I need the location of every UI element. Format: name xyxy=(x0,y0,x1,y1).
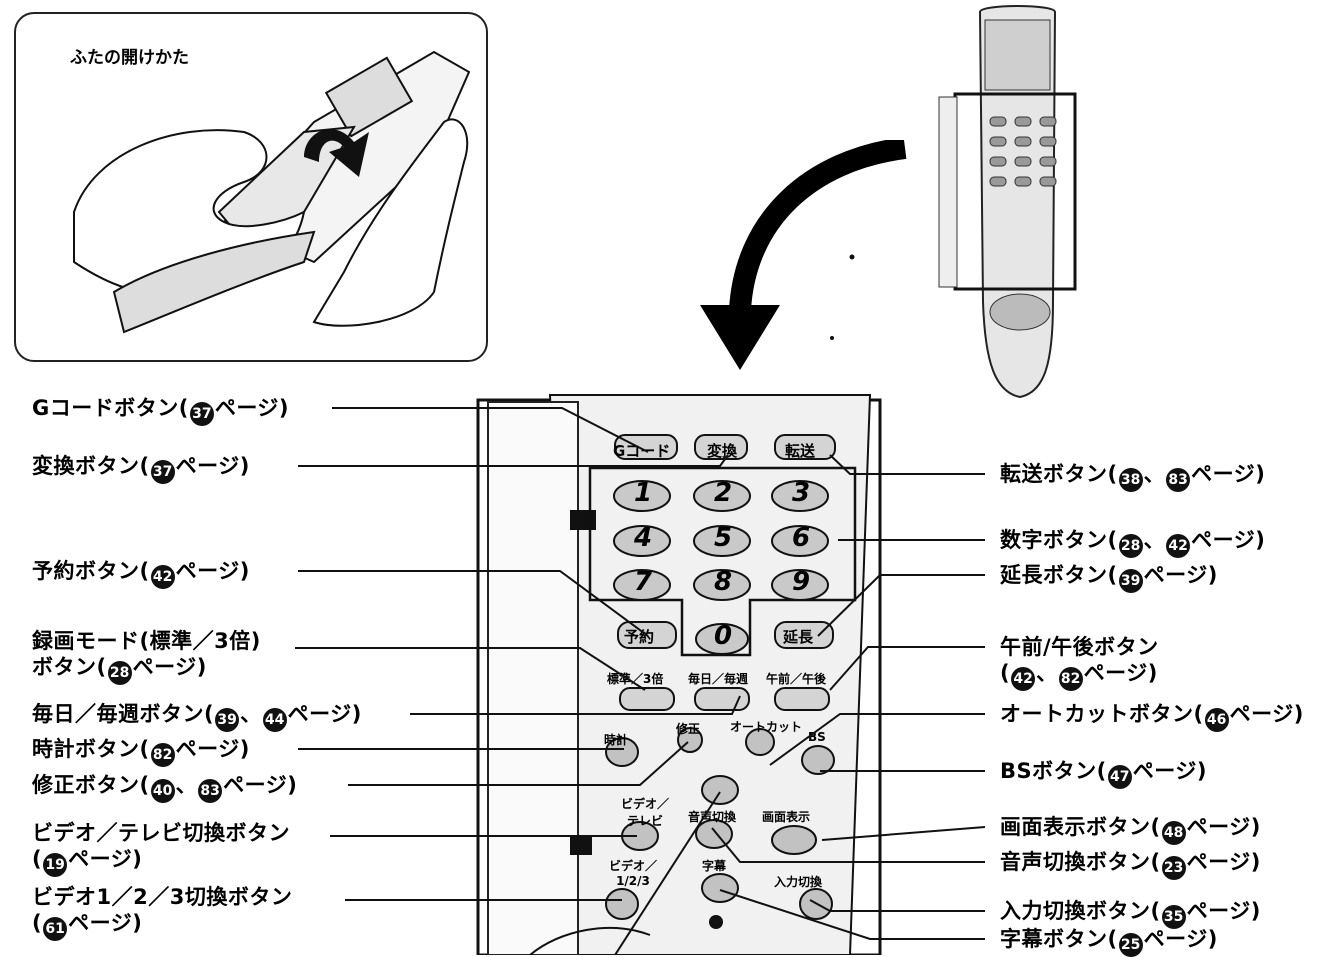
number-4-button: 4 xyxy=(634,523,653,553)
shusei-button-label: 修正 xyxy=(676,722,701,736)
number-1-button: 1 xyxy=(634,478,653,508)
inset-title: ふたの開けかた xyxy=(70,48,189,68)
video-tv-button-label: ビデオ／テレビ xyxy=(620,797,669,828)
gozen-button-label: 午前／午後 xyxy=(766,672,827,686)
page-ref: 42 xyxy=(1166,534,1191,558)
number-9-button: 9 xyxy=(792,567,811,597)
page-ref: 28 xyxy=(107,661,132,685)
enchou-button: 延長 xyxy=(783,628,814,646)
remote-thumbnail xyxy=(938,5,1077,399)
page-ref: 83 xyxy=(1166,468,1191,492)
page-ref: 82 xyxy=(1058,667,1083,691)
page-ref: 23 xyxy=(1161,856,1186,880)
page-ref: 35 xyxy=(1161,905,1186,929)
gamen-button-label: 画面表示 xyxy=(762,810,811,824)
page-ref: 48 xyxy=(1161,821,1186,845)
tensou-button: 転送 xyxy=(785,442,816,460)
number-2-button: 2 xyxy=(714,478,733,508)
jimaku-button-label: 字幕 xyxy=(702,859,727,873)
page-ref: 47 xyxy=(1107,765,1132,789)
page-ref: 82 xyxy=(150,743,175,767)
remote-panel-illustration xyxy=(476,394,882,955)
henkan-button: 変換 xyxy=(707,442,738,460)
autocut-button-label: オートカット xyxy=(730,720,803,734)
page-ref: 25 xyxy=(1118,933,1143,957)
number-6-button: 6 xyxy=(792,523,811,553)
number-5-button: 5 xyxy=(714,523,733,553)
nyuryoku-button-label: 入力切換 xyxy=(774,875,823,889)
gcode-button: Gコード xyxy=(613,442,671,460)
number-8-button: 8 xyxy=(714,567,733,597)
number-0-button: 0 xyxy=(714,621,733,651)
page-ref: 42 xyxy=(150,565,175,589)
page-ref: 38 xyxy=(1118,468,1143,492)
mainichi-button-label: 毎日／毎週 xyxy=(688,672,749,686)
page-ref: 37 xyxy=(189,402,214,426)
page-ref: 42 xyxy=(1011,667,1036,691)
page-ref: 37 xyxy=(150,460,175,484)
yoyaku-button: 予約 xyxy=(624,628,655,646)
page-ref: 39 xyxy=(1118,569,1143,593)
video123-button-label: ビデオ／1/2/3 xyxy=(608,859,657,888)
hands-opening-cover-illustration xyxy=(73,50,471,334)
large-curved-arrow xyxy=(700,140,907,370)
page-ref: 44 xyxy=(262,708,287,732)
onsei-button-label: 音声切換 xyxy=(688,810,737,824)
number-7-button: 7 xyxy=(634,567,653,597)
page-ref: 28 xyxy=(1118,534,1143,558)
page-ref: 19 xyxy=(43,853,68,877)
page-ref: 40 xyxy=(150,779,175,803)
page-ref: 61 xyxy=(43,917,68,941)
tokei-button-label: 時計 xyxy=(604,733,629,747)
page-ref: 39 xyxy=(215,708,240,732)
page-ref: 46 xyxy=(1204,708,1229,732)
page-ref: 83 xyxy=(198,779,223,803)
number-3-button: 3 xyxy=(792,478,811,508)
